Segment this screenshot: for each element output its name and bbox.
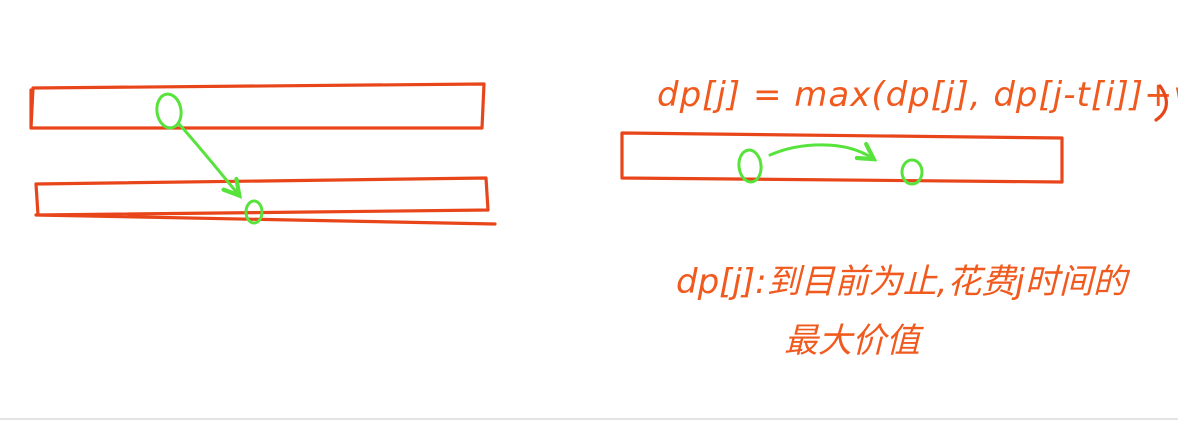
definition-line-1: dp[j]:到目前为止,花费j时间的 (676, 262, 1131, 302)
top-row-bar (29, 82, 486, 130)
right-diagram (620, 131, 1064, 186)
left-diagram (29, 82, 497, 226)
transition-formula: dp[j] = max(dp[j], dp[j-t[i]]+v[i]) (657, 75, 1178, 115)
top-row-node (155, 92, 183, 130)
forward-arrow (768, 145, 872, 158)
transition-arrow (177, 122, 238, 194)
bottom-row-bar (34, 176, 497, 226)
definition-line-2: 最大价值 (784, 321, 924, 361)
formula-close-paren (1154, 84, 1168, 122)
bottom-row-node (244, 199, 264, 225)
right-node (900, 158, 924, 186)
single-row-bar (620, 131, 1064, 184)
left-node (737, 148, 763, 184)
